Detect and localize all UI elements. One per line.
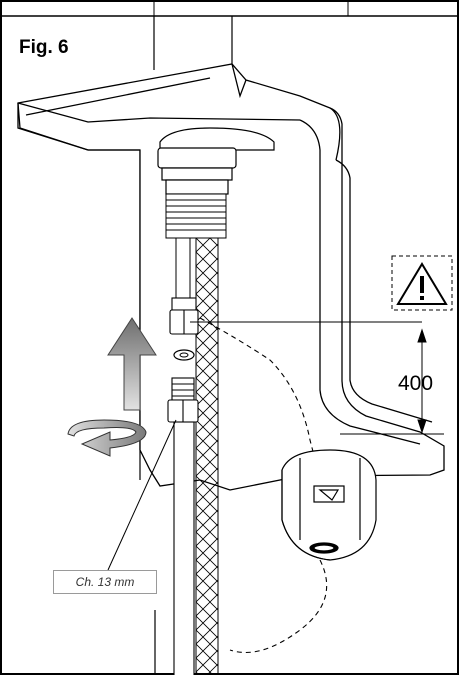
dimension-value: 400 — [398, 372, 434, 395]
figure-title: Fig. 6 — [19, 37, 69, 58]
flange-nut — [157, 127, 275, 195]
inner-tube — [175, 237, 191, 299]
distributor-head — [281, 449, 377, 561]
upper-hex-fitting — [169, 297, 199, 335]
wrench-size-callout: Ch. 13 mm — [53, 570, 157, 594]
lower-connector — [167, 377, 199, 675]
dashed-hose-route — [199, 317, 331, 654]
up-arrow-icon — [107, 317, 157, 411]
callout-leader — [107, 419, 177, 571]
threaded-stem — [165, 193, 227, 239]
dimension-line — [190, 321, 444, 435]
rotate-arrow-icon — [67, 419, 147, 457]
warning-triangle-icon — [396, 262, 448, 305]
braided-hose — [195, 237, 219, 675]
